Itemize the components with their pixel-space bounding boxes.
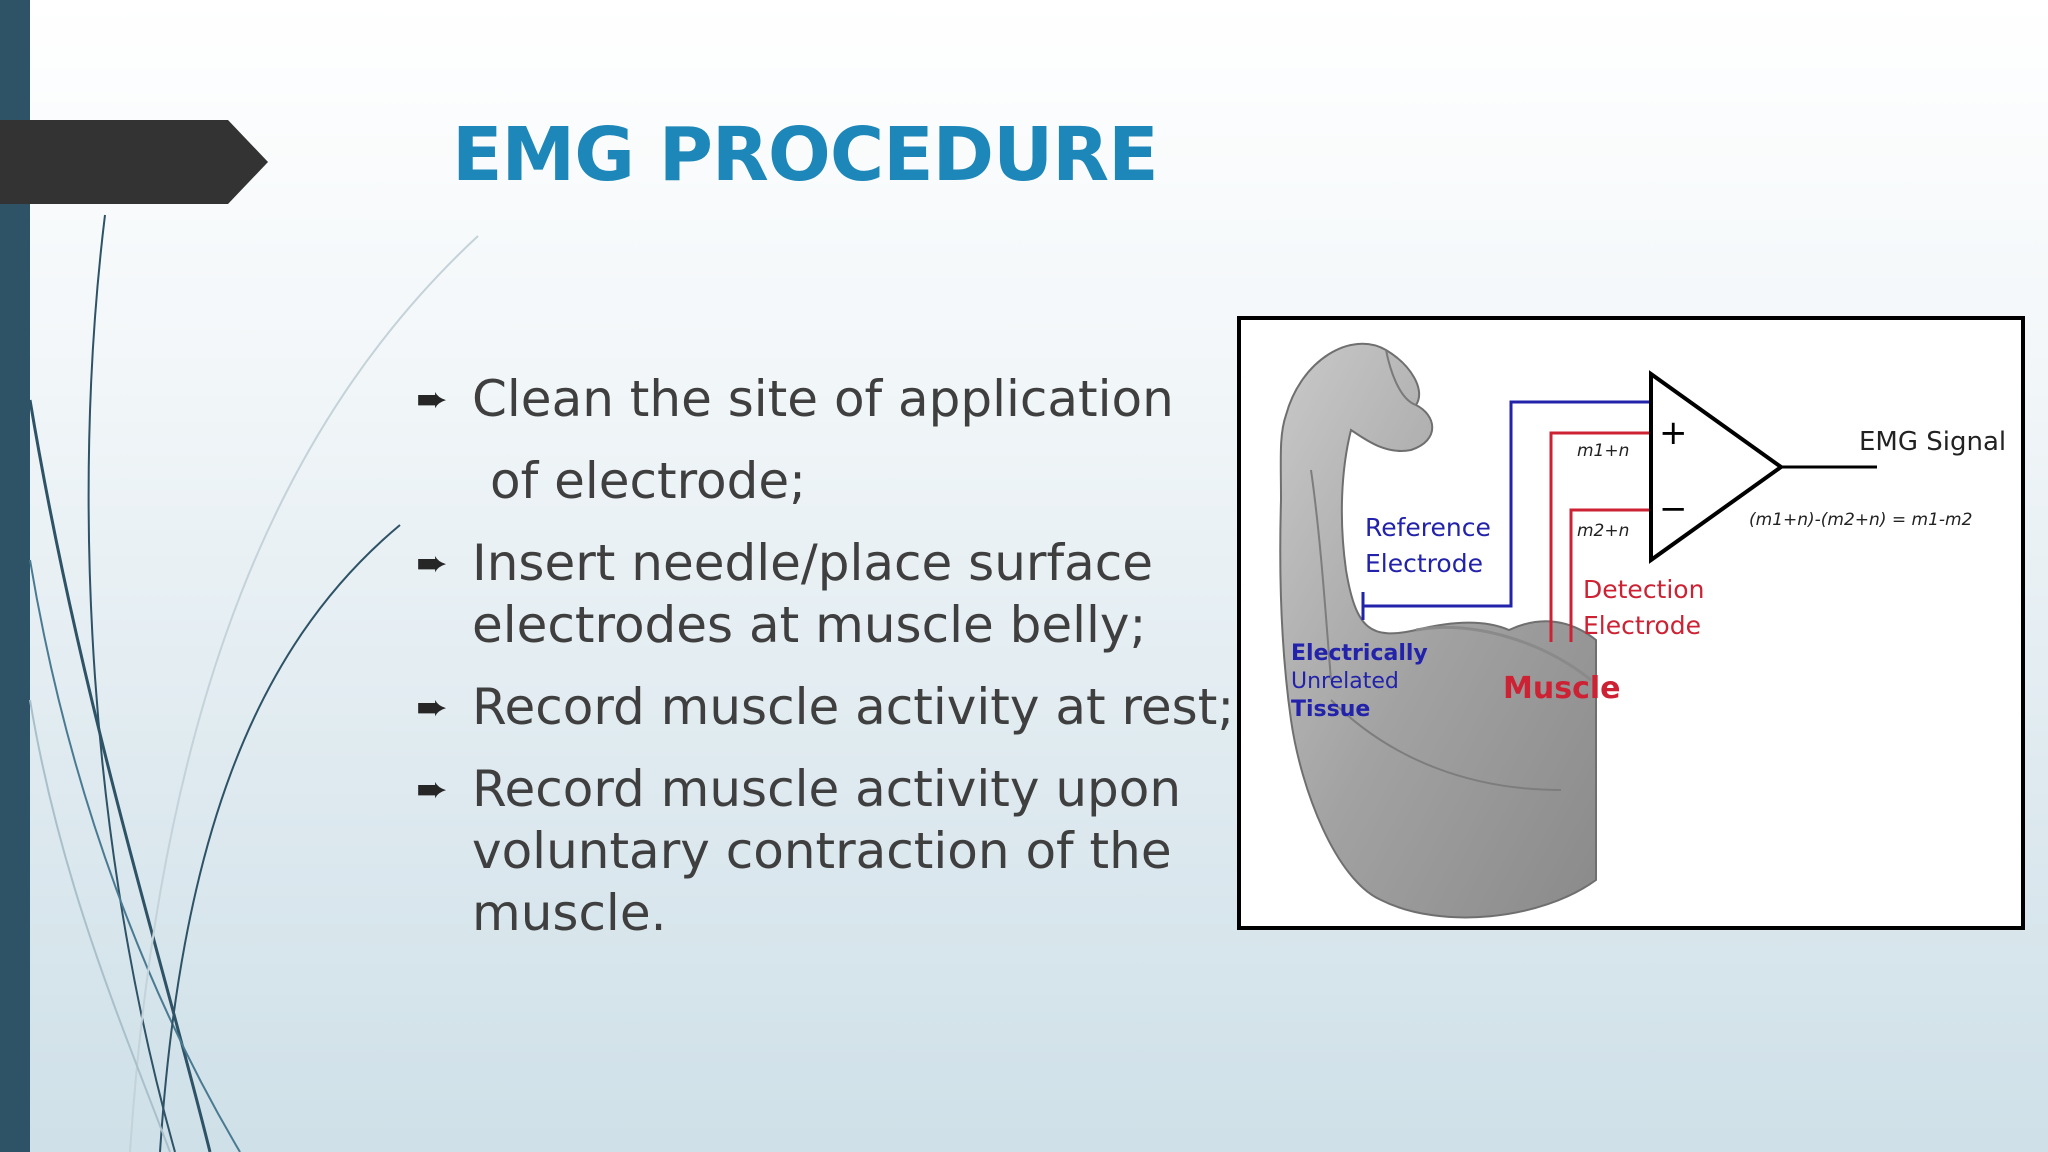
bullet-text: Record muscle activity upon [472, 760, 1182, 818]
biceps-shade [1415, 626, 1592, 682]
decorative-curves [28, 214, 479, 1152]
bullet-item: ➨ Record muscle activity upon voluntary … [410, 758, 1230, 944]
finger-crease [1385, 349, 1417, 406]
input-1-label: m1+n [1577, 441, 1629, 461]
detection-electrode-label-1: Detection [1583, 575, 1704, 604]
detection-electrode-label-2: Electrode [1583, 611, 1701, 640]
detection-wire-1 [1549, 431, 1651, 642]
amplifier-triangle [1649, 370, 1785, 564]
bullet-text: Insert needle/place surface [472, 534, 1153, 592]
arrow-right-icon: ➨ [416, 541, 448, 585]
bullet-text: voluntary contraction of the [472, 822, 1172, 880]
emg-signal-label: EMG Signal [1859, 427, 2006, 457]
arm-shade [1330, 699, 1562, 791]
input-2-label: m2+n [1577, 521, 1629, 541]
minus-sign: − [1659, 489, 1688, 529]
bullet-text: muscle. [472, 884, 667, 942]
unrelated-tissue-label-2: Unrelated [1291, 669, 1399, 694]
plus-sign: + [1659, 413, 1688, 453]
slide-title: EMG PROCEDURE [452, 112, 1159, 198]
bullet-item: ➨ Clean the site of application of elect… [410, 368, 1230, 512]
bullet-text: Record muscle activity at rest; [472, 678, 1235, 736]
bullet-item: ➨ Record muscle activity at rest; [410, 676, 1235, 738]
detection-wire-2 [1569, 508, 1651, 642]
bullet-text: of electrode; [490, 452, 806, 510]
formula-label: (m1+n)-(m2+n) = m1-m2 [1749, 510, 1972, 530]
bullet-text: Clean the site of application [472, 370, 1174, 428]
flexed-arm-illustration [1279, 342, 1597, 919]
emg-diagram: + − m1+n m2+n EMG Signal (m1+n)-(m2+n) =… [1237, 316, 2025, 930]
unrelated-tissue-label-3: Tissue [1291, 697, 1370, 722]
bullet-text: electrodes at muscle belly; [472, 596, 1147, 654]
arrow-right-icon: ➨ [416, 685, 448, 729]
muscle-label: Muscle [1503, 671, 1620, 706]
bullet-list: ➨ Clean the site of application of elect… [410, 368, 1235, 964]
reference-electrode-label-2: Electrode [1365, 549, 1483, 578]
reference-wire [1363, 400, 1651, 608]
arrow-right-icon: ➨ [416, 377, 448, 421]
forearm-shade [1310, 469, 1332, 681]
unrelated-tissue-label-1: Electrically [1291, 641, 1428, 666]
reference-electrode-label-1: Reference [1365, 513, 1491, 542]
bullet-item: ➨ Insert needle/place surface electrodes… [410, 532, 1230, 656]
emg-diagram-svg: + − m1+n m2+n EMG Signal (m1+n)-(m2+n) =… [1279, 342, 2006, 919]
arrow-right-icon: ➨ [416, 767, 448, 811]
title-tab [0, 120, 268, 204]
